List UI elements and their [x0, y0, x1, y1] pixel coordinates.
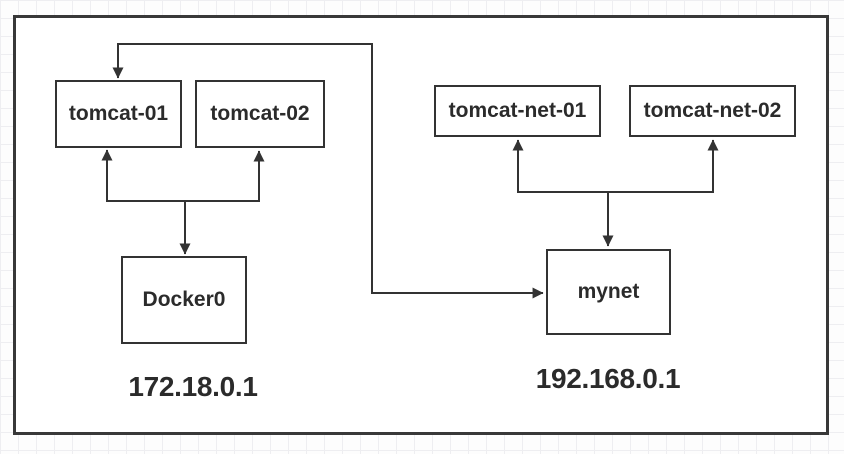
node-tomcat-net-01-label: tomcat-net-01	[448, 99, 587, 122]
node-docker0-label: Docker0	[142, 288, 226, 311]
node-tomcat-02: tomcat-02	[195, 80, 325, 148]
node-mynet: mynet	[546, 249, 671, 335]
node-tomcat-net-01: tomcat-net-01	[434, 85, 601, 137]
node-tomcat-01-label: tomcat-01	[68, 102, 169, 125]
node-tomcat-net-02-label: tomcat-net-02	[643, 99, 782, 122]
node-docker0: Docker0	[121, 256, 247, 344]
node-mynet-label: mynet	[577, 280, 640, 303]
ip-label-mynet: 192.168.0.1	[535, 363, 681, 394]
node-tomcat-net-02: tomcat-net-02	[629, 85, 796, 137]
node-tomcat-02-label: tomcat-02	[210, 102, 310, 125]
node-tomcat-01: tomcat-01	[55, 80, 182, 148]
ip-label-docker0: 172.18.0.1	[128, 371, 258, 402]
